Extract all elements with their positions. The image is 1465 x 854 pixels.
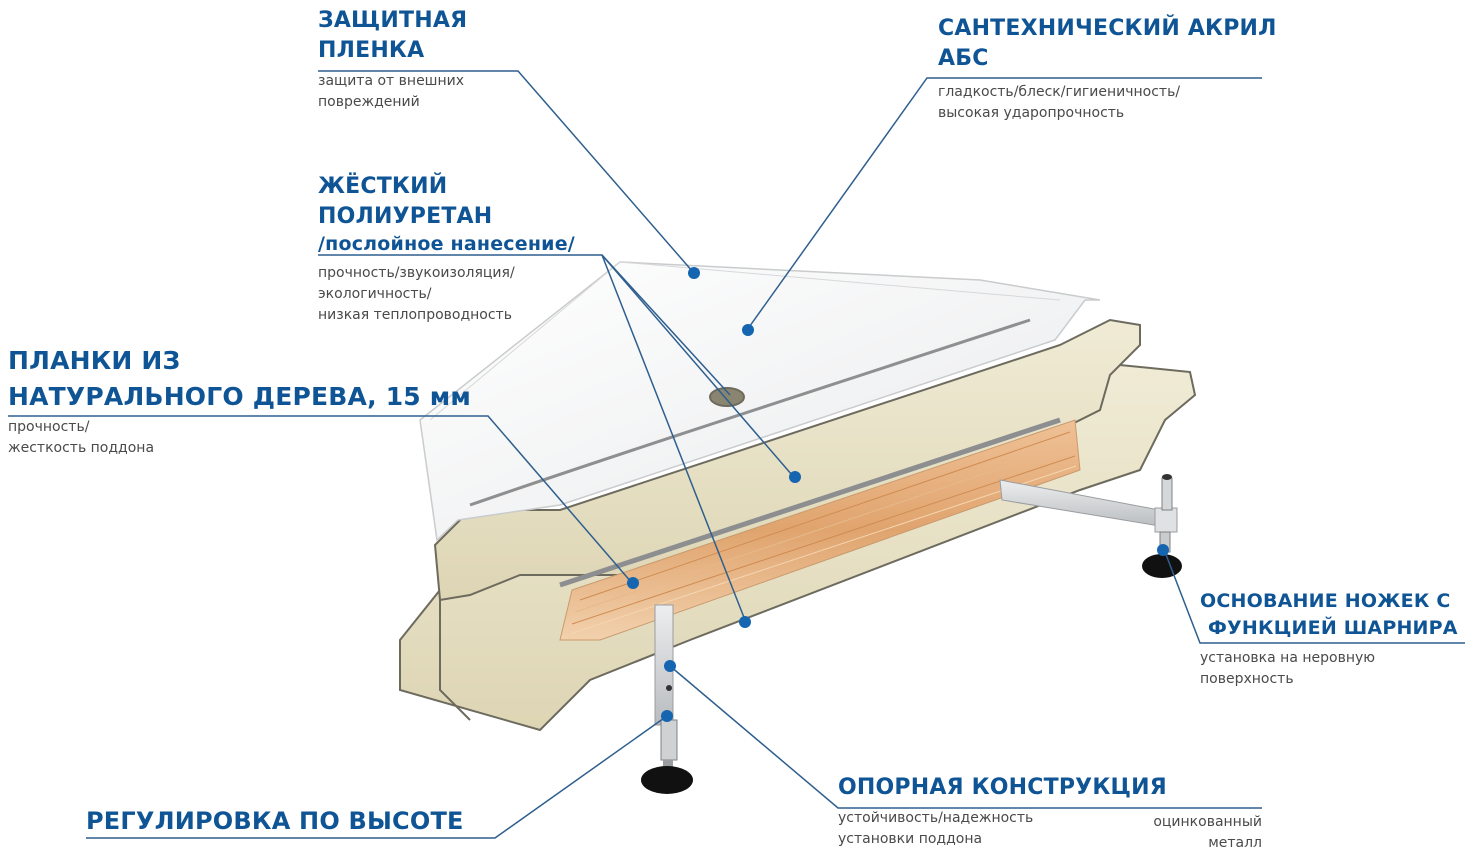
callout-title: РЕГУЛИРОВКА ПО ВЫСОТЕ — [86, 807, 464, 835]
callout-title: ПЛЕНКА — [318, 38, 425, 63]
wood-slat — [559, 419, 1081, 641]
rubber-foot-right-icon — [1142, 554, 1182, 578]
callout-description: высокая ударопрочность — [938, 105, 1125, 121]
callout-wood-slats: ПЛАНКИ ИЗ НАТУРАЛЬНОГО ДЕРЕВА, 15 мм про… — [8, 343, 471, 459]
callout-description: установки поддона — [838, 831, 983, 847]
callout-title: ЗАЩИТНАЯ — [318, 8, 468, 33]
callout-description: прочность/звукоизоляция/ — [318, 265, 515, 281]
callout-support-structure: ОПОРНАЯ КОНСТРУКЦИЯ устойчивость/надежно… — [838, 773, 1167, 850]
callout-height-adjustment: РЕГУЛИРОВКА ПО ВЫСОТЕ — [86, 805, 464, 837]
callout-title: ПЛАНКИ ИЗ — [8, 346, 181, 375]
rubber-foot-left-icon — [641, 766, 693, 794]
callout-title: САНТЕХНИЧЕСКИЙ АКРИЛ — [938, 16, 1277, 41]
callout-hinged-foot-base: ОСНОВАНИЕ НОЖЕК С ФУНКЦИЕЙ ШАРНИРА устан… — [1200, 588, 1458, 690]
dot-polyurethane-lower-icon — [739, 616, 751, 628]
callout-title: ФУНКЦИЕЙ ШАРНИРА — [1208, 617, 1458, 639]
callout-description: устойчивость/надежность — [838, 810, 1034, 826]
callout-title: ПОЛИУРЕТАН — [318, 204, 493, 229]
callout-description: прочность/ — [8, 419, 90, 435]
callout-title: /послойное нанесение/ — [318, 233, 575, 255]
callout-title: ЖЁСТКИЙ — [318, 174, 448, 199]
dot-acrylic-icon — [742, 324, 754, 336]
callout-description: жесткость поддона — [8, 440, 155, 456]
callout-title: НАТУРАЛЬНОГО ДЕРЕВА, 15 мм — [8, 382, 472, 411]
dot-protective-film-icon — [688, 267, 700, 279]
metal-support-frame — [641, 474, 1182, 794]
callout-title: ОСНОВАНИЕ НОЖЕК С — [1200, 590, 1451, 612]
polyurethane-upper-layer — [433, 318, 1141, 602]
callout-description: гладкость/блеск/гигиеничность/ — [938, 84, 1181, 100]
callout-dots — [627, 267, 1169, 722]
callout-extra: металл — [1208, 835, 1262, 851]
leader-lines — [8, 70, 1465, 839]
callout-title: ОПОРНАЯ КОНСТРУКЦИЯ — [838, 775, 1167, 800]
drain-hole-icon — [709, 387, 745, 407]
dot-support-icon — [664, 660, 676, 672]
callout-description: установка на неровную — [1200, 650, 1376, 666]
callout-rigid-polyurethane: ЖЁСТКИЙ ПОЛИУРЕТАН /послойное нанесение/… — [318, 172, 575, 326]
dot-wood-icon — [627, 577, 639, 589]
acrylic-top-layer — [419, 261, 1101, 542]
callout-description: поверхность — [1200, 671, 1294, 687]
dot-polyurethane-upper-icon — [789, 471, 801, 483]
callout-title: АБС — [938, 46, 989, 71]
callout-extra: оцинкованный — [1153, 814, 1262, 830]
callout-description: повреждений — [318, 94, 420, 110]
callout-protective-film: ЗАЩИТНАЯ ПЛЕНКА защита от внешних повреж… — [318, 6, 467, 113]
callout-description: экологичность/ — [318, 286, 432, 302]
callout-support-material: оцинкованный металл — [1118, 812, 1262, 854]
callout-sanitary-acrylic: САНТЕХНИЧЕСКИЙ АКРИЛ АБС гладкость/блеск… — [938, 14, 1277, 124]
dot-height-adjust-icon — [661, 710, 673, 722]
callout-description: низкая теплопроводность — [318, 307, 512, 323]
callout-description: защита от внешних — [318, 73, 465, 89]
dot-hinged-foot-icon — [1157, 544, 1169, 556]
